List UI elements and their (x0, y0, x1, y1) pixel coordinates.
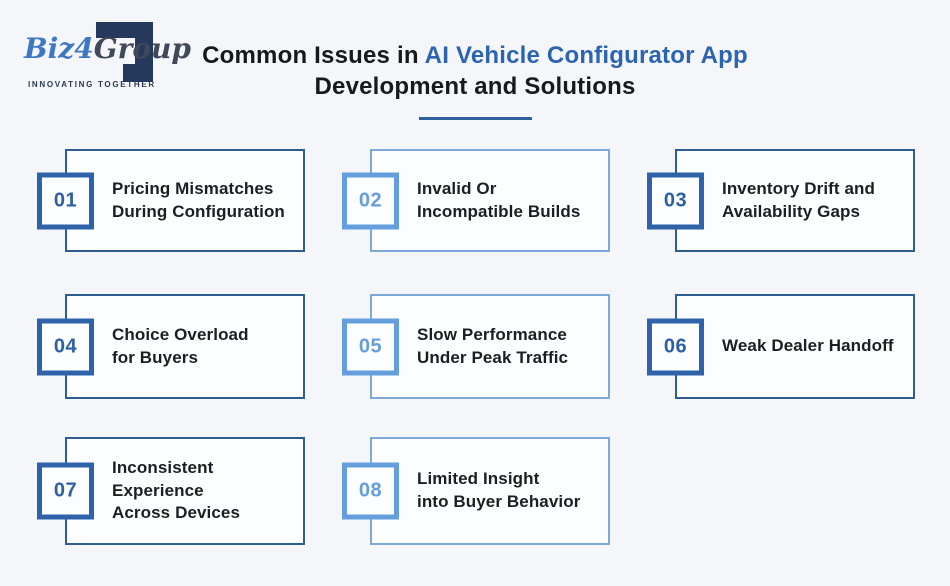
logo-wordmark: Biz4Group (24, 32, 191, 66)
issue-card: 04 Choice Overload for Buyers (37, 294, 305, 399)
logo-word-four: 4 (74, 32, 94, 65)
page-title-line2: Development and Solutions (314, 73, 636, 100)
issue-number-badge: 06 (647, 318, 704, 375)
issue-number: 06 (663, 335, 688, 357)
issue-number: 07 (53, 479, 78, 502)
header: Common Issues in AI Vehicle Configurator… (0, 0, 950, 120)
issue-number-badge: 08 (342, 462, 399, 520)
page-title: Common Issues in AI Vehicle Configurator… (0, 40, 950, 102)
issue-card: 06 Weak Dealer Handoff (647, 294, 915, 399)
issue-number-badge: 03 (647, 172, 704, 229)
logo-bracket-foot (123, 64, 153, 82)
issue-number: 04 (53, 335, 78, 357)
cards-row-2: 04 Choice Overload for Buyers 05 Slow Pe… (37, 294, 950, 399)
issue-title: Weak Dealer Handoff (722, 336, 894, 356)
issue-number: 02 (358, 189, 383, 211)
logo-word-group: Group (93, 32, 191, 65)
issue-number-badge: 01 (37, 172, 94, 229)
issue-number: 08 (358, 479, 383, 502)
page-title-highlight: AI Vehicle Configurator App (424, 42, 748, 69)
issue-card: 05 Slow Performance Under Peak Traffic (342, 294, 610, 399)
issue-card: 03 Inventory Drift and Availability Gaps (647, 149, 915, 252)
issue-title: Pricing Mismatches During Configuration (112, 178, 285, 221)
issue-card: 01 Pricing Mismatches During Configurati… (37, 149, 305, 252)
logo-word-biz: Biz (24, 32, 75, 65)
issue-title: Limited Insight into Buyer Behavior (417, 469, 581, 511)
issue-title: Inventory Drift and Availability Gaps (722, 178, 876, 221)
issue-title: Choice Overload for Buyers (112, 324, 249, 367)
title-underline (418, 117, 532, 120)
cards-row-1: 01 Pricing Mismatches During Configurati… (37, 149, 950, 252)
issue-number: 05 (358, 335, 383, 357)
logo-tagline: INNOVATING TOGETHER (28, 80, 156, 89)
issue-title: Inconsistent Experience Across Devices (112, 457, 241, 523)
issue-card: 07 Inconsistent Experience Across Device… (37, 437, 305, 545)
issue-title: Slow Performance Under Peak Traffic (417, 324, 569, 367)
issue-number: 01 (53, 189, 78, 211)
issues-grid: 01 Pricing Mismatches During Configurati… (37, 149, 950, 545)
issue-card: 08 Limited Insight into Buyer Behavior (342, 437, 610, 545)
cards-row-3: 07 Inconsistent Experience Across Device… (37, 437, 950, 545)
issue-title: Invalid Or Incompatible Builds (417, 178, 581, 221)
issue-number-badge: 02 (342, 172, 399, 229)
issue-number: 03 (663, 189, 688, 211)
issue-card: 02 Invalid Or Incompatible Builds (342, 149, 610, 252)
biz4group-logo: Biz4Group INNOVATING TOGETHER (24, 18, 191, 102)
issue-number-badge: 05 (342, 318, 399, 375)
issue-number-badge: 07 (37, 462, 94, 520)
logo-bracket-icon (96, 22, 153, 82)
page-title-prefix: Common Issues in (202, 42, 425, 69)
issue-number-badge: 04 (37, 318, 94, 375)
